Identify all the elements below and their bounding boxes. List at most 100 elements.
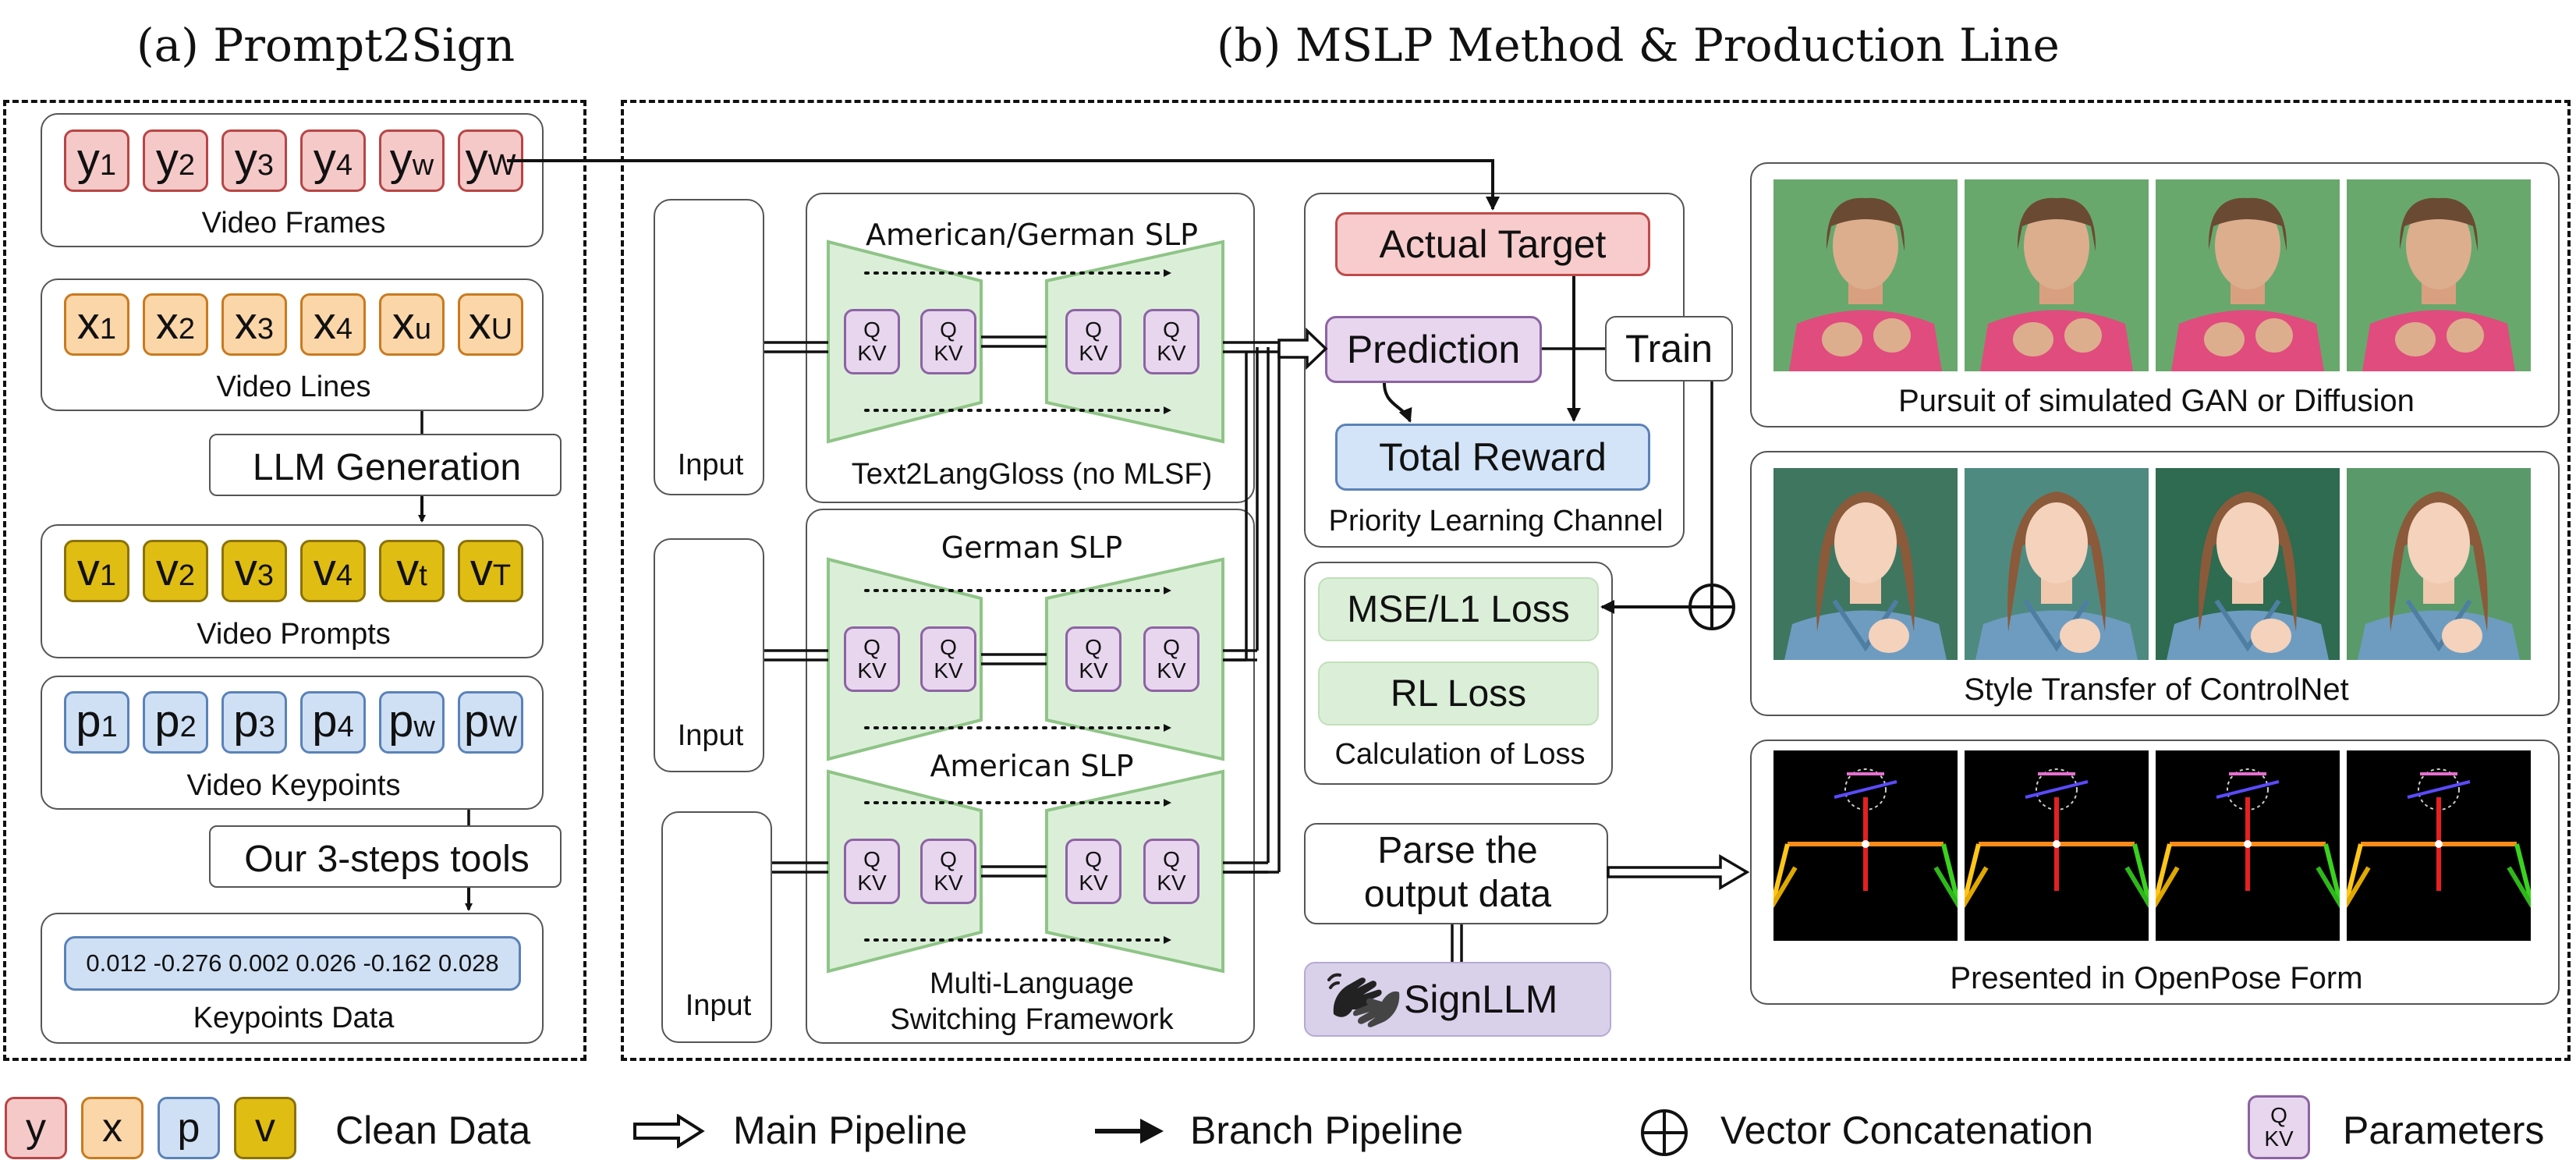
actual-target-node: Actual Target (1335, 212, 1650, 276)
llm-generation-label: LLM Generation (252, 447, 522, 488)
slp-title-american: American SLP (930, 749, 1134, 783)
input-label-2: Input (677, 719, 744, 752)
signllm-node: SignLLM (1304, 962, 1611, 1037)
three-steps-label: Our 3-steps tools (244, 839, 530, 880)
legend-token-p: p (158, 1097, 220, 1159)
encoder-2 (827, 557, 983, 761)
encoder-1 (827, 239, 983, 444)
text2langgloss-label: Text2LangGloss (no MLSF) (851, 458, 1213, 491)
legend-branch-pipeline-arrow-icon (1095, 1119, 1164, 1144)
legend-concat-icon (1641, 1109, 1688, 1156)
gan-frame-1 (1773, 179, 1958, 371)
prompt2sign-frame (3, 100, 586, 1061)
frames-to-target (507, 159, 1500, 211)
train-node: Train (1605, 316, 1733, 381)
three-steps-box: Our 3-steps tools (209, 825, 562, 888)
parse-output-line2: output data (1363, 874, 1552, 915)
prediction-to-reward (1383, 382, 1412, 423)
controlnet-frame-2 (1965, 468, 2149, 660)
slp-title-german: German SLP (941, 530, 1123, 565)
mse-loss-node: MSE/L1 Loss (1318, 577, 1599, 641)
decoder-1 (1045, 239, 1224, 444)
keypoints-data-label: Keypoints Data (193, 1002, 395, 1034)
legend-parameters-box: Q KV (2248, 1095, 2310, 1159)
openpose-frame-3 (2156, 750, 2340, 941)
openpose-frame-2 (1965, 750, 2149, 941)
parse-to-openpose-arrow (1607, 853, 1750, 891)
slp-title-american-german: American/German SLP (865, 218, 1199, 252)
legend-vector-concat: Vector Concatenation (1720, 1109, 2094, 1152)
legend-main-pipeline-arrow-icon (633, 1114, 705, 1148)
input-box-3: Input (661, 811, 772, 1043)
video-prompts-label: Video Prompts (197, 618, 391, 651)
gan-frame-2 (1965, 179, 2149, 371)
keypoints-data-box: 0.012 -0.276 0.002 0.026 -0.162 0.028 Ke… (41, 913, 544, 1044)
input-box-2: Input (654, 538, 764, 772)
input-label-1: Input (677, 449, 744, 481)
input-label-3: Input (685, 989, 752, 1022)
llm-generation-box: LLM Generation (209, 434, 562, 496)
openpose-frame-1 (1773, 750, 1958, 941)
input-box-1: Input (654, 199, 764, 495)
mlsf-label-line2: Switching Framework (890, 1003, 1174, 1036)
legend-branch-pipeline: Branch Pipeline (1190, 1109, 1464, 1152)
decoder-2 (1045, 557, 1224, 761)
keypoints-values: 0.012 -0.276 0.002 0.026 -0.162 0.028 (64, 936, 521, 991)
mlsf-label-line1: Multi-Language (930, 967, 1134, 1000)
legend-token-x: x (81, 1097, 144, 1159)
video-lines-label: Video Lines (216, 371, 371, 403)
hand-sign-icon (1327, 973, 1400, 1027)
gan-frame-3 (2156, 179, 2340, 371)
parse-output-line1: Parse the (1377, 830, 1538, 871)
panel-controlnet-label: Style Transfer of ControlNet (1964, 672, 2349, 707)
legend-clean-data: Clean Data (335, 1109, 531, 1152)
prediction-node: Prediction (1325, 316, 1542, 383)
panel-gan-label: Pursuit of simulated GAN or Diffusion (1898, 384, 2415, 418)
total-reward-node: Total Reward (1335, 424, 1650, 491)
openpose-frame-4 (2347, 750, 2531, 941)
video-keypoints-label: Video Keypoints (186, 769, 401, 802)
parse-output-box: Parse the output data (1304, 823, 1608, 924)
legend-main-pipeline: Main Pipeline (733, 1109, 968, 1152)
to-prediction-arrow (1277, 327, 1328, 371)
legend-token-v: v (234, 1097, 296, 1159)
decoder-3 (1045, 769, 1224, 974)
legend-token-y: y (5, 1097, 67, 1159)
mslp-frame (621, 100, 2571, 1061)
calc-loss-label: Calculation of Loss (1334, 738, 1586, 771)
encoder-3 (827, 769, 983, 974)
legend-parameters: Parameters (2343, 1109, 2545, 1152)
